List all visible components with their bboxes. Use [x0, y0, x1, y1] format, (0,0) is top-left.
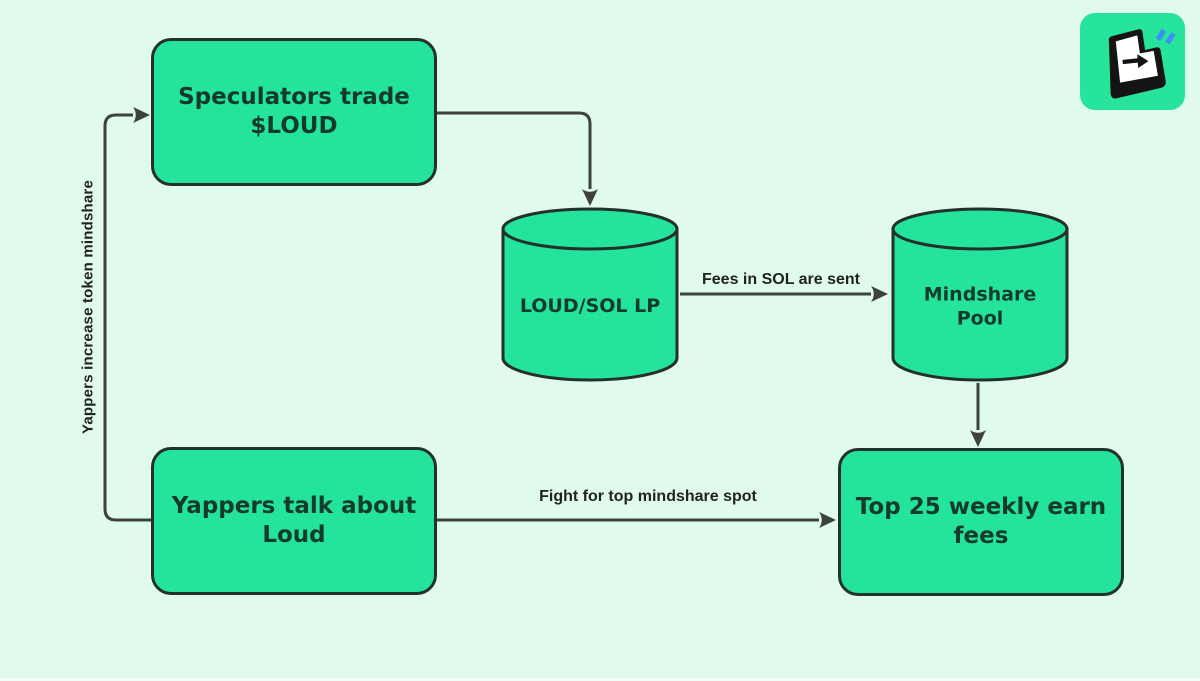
- node-yappers: Yappers talk about Loud: [151, 447, 437, 595]
- node-speculators-label: Speculators trade $LOUD: [178, 83, 410, 139]
- edge-yappers-to-speculators: [103, 107, 151, 522]
- edge-speculators-to-lp: [437, 111, 598, 206]
- bottom-edge-strip: [0, 678, 1200, 681]
- node-top-25-label: Top 25 weekly earn fees: [855, 493, 1107, 549]
- node-top-25: Top 25 weekly earn fees: [838, 448, 1124, 596]
- node-loud-sol-lp-label: LOUD/SOL LP: [519, 295, 661, 317]
- cylinder-shape: [891, 207, 1069, 382]
- edge-label-yappers-increase-mindshare: Yappers increase token mindshare: [79, 179, 97, 435]
- node-mindshare-pool: Mindshare Pool: [890, 206, 1070, 383]
- document-arrow-right-icon: [1108, 28, 1176, 99]
- node-mindshare-pool-label: Mindshare Pool: [923, 283, 1037, 329]
- node-speculators: Speculators trade $LOUD: [151, 38, 437, 186]
- node-yappers-label: Yappers talk about Loud: [171, 492, 417, 548]
- cylinder-shape: [501, 207, 679, 382]
- edge-label-fees-in-sol: Fees in SOL are sent: [702, 271, 860, 288]
- brand-logo: [1080, 13, 1185, 110]
- edge-label-fight-for-spot: Fight for top mindshare spot: [539, 488, 757, 505]
- node-loud-sol-lp: LOUD/SOL LP: [500, 206, 680, 383]
